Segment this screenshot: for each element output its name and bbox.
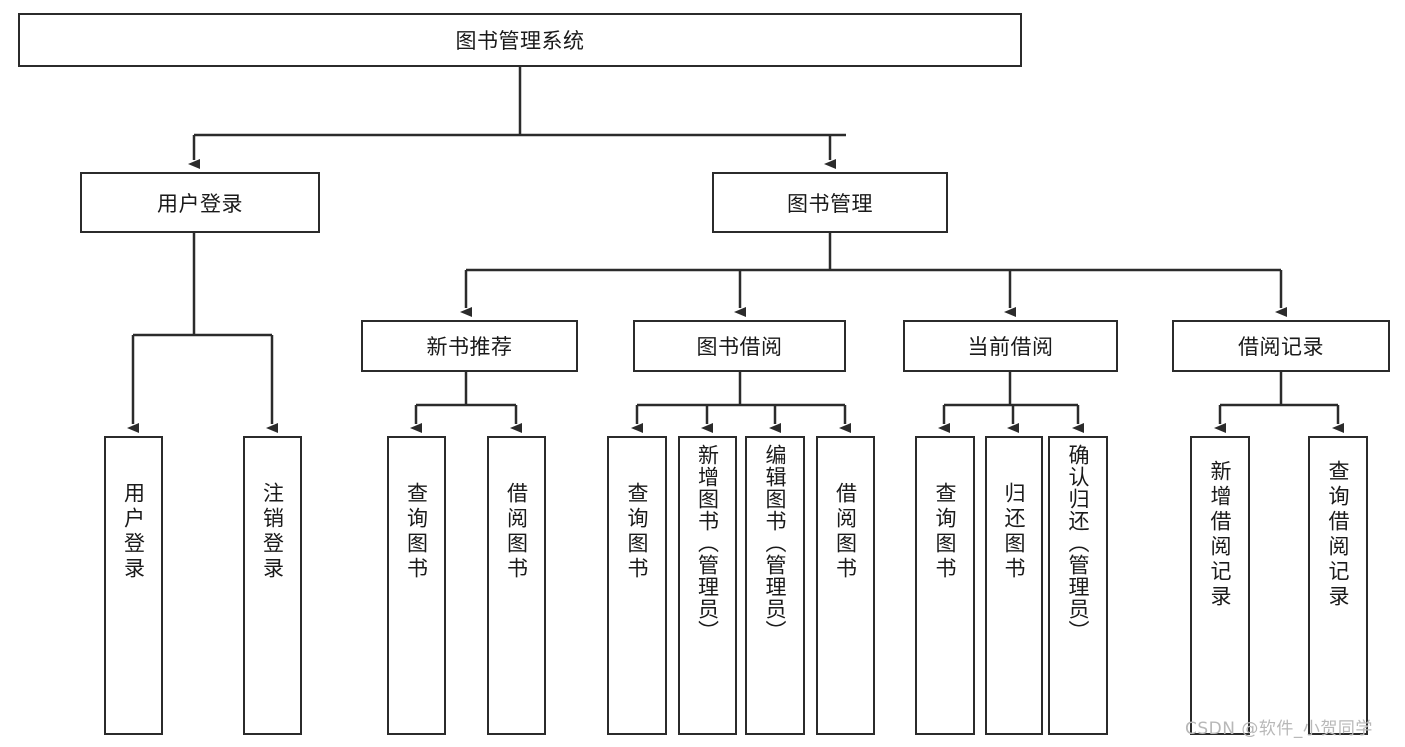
node-leaf-query-book-3[interactable]: 查询图书 — [915, 436, 975, 735]
node-user-login[interactable]: 用户登录 — [80, 172, 320, 233]
node-current-borrow-label: 当前借阅 — [967, 335, 1054, 359]
node-leaf-borrow-book-2[interactable]: 借阅图书 — [816, 436, 875, 735]
node-leaf-add-record-label: 新增借阅记录 — [1208, 460, 1233, 610]
node-book-manage-label: 图书管理 — [787, 191, 873, 216]
node-user-login-label: 用户登录 — [157, 191, 243, 216]
node-leaf-borrow-book-1[interactable]: 借阅图书 — [487, 436, 546, 735]
node-leaf-return-book-label: 归还图书 — [1002, 482, 1027, 582]
node-leaf-borrow-book-2-label: 借阅图书 — [833, 482, 858, 582]
node-borrow-record[interactable]: 借阅记录 — [1172, 320, 1390, 372]
node-leaf-confirm-return[interactable]: 确认归还（管理员） — [1048, 436, 1108, 735]
node-leaf-query-book-2[interactable]: 查询图书 — [607, 436, 667, 735]
node-leaf-user-logout[interactable]: 注销登录 — [243, 436, 302, 735]
node-leaf-add-book-label: 新增图书（管理员） — [695, 444, 720, 642]
node-leaf-user-login-label: 用户登录 — [121, 482, 146, 582]
node-leaf-edit-book-label: 编辑图书（管理员） — [763, 444, 788, 642]
node-leaf-query-book-2-label: 查询图书 — [625, 482, 650, 582]
node-leaf-add-book[interactable]: 新增图书（管理员） — [678, 436, 737, 735]
node-leaf-query-book-1-label: 查询图书 — [404, 482, 429, 582]
node-leaf-query-record-label: 查询借阅记录 — [1326, 460, 1351, 610]
node-leaf-query-book-3-label: 查询图书 — [933, 482, 958, 582]
node-borrow-record-label: 借阅记录 — [1238, 335, 1324, 359]
node-root-label: 图书管理系统 — [455, 29, 585, 53]
node-leaf-edit-book[interactable]: 编辑图书（管理员） — [745, 436, 805, 735]
node-book-borrow-label: 图书借阅 — [696, 335, 783, 359]
node-leaf-return-book[interactable]: 归还图书 — [985, 436, 1043, 735]
node-leaf-user-logout-label: 注销登录 — [260, 482, 285, 582]
node-new-book-recommend[interactable]: 新书推荐 — [361, 320, 578, 372]
node-root[interactable]: 图书管理系统 — [18, 13, 1022, 67]
watermark-text: CSDN @软件_小贺同学 — [1185, 719, 1373, 739]
node-leaf-user-login[interactable]: 用户登录 — [104, 436, 163, 735]
node-leaf-confirm-return-label: 确认归还（管理员） — [1066, 444, 1091, 642]
node-leaf-query-book-1[interactable]: 查询图书 — [387, 436, 446, 735]
node-leaf-add-record[interactable]: 新增借阅记录 — [1190, 436, 1250, 735]
node-new-book-recommend-label: 新书推荐 — [426, 335, 513, 359]
node-book-borrow[interactable]: 图书借阅 — [633, 320, 846, 372]
node-leaf-borrow-book-1-label: 借阅图书 — [504, 482, 529, 582]
node-current-borrow[interactable]: 当前借阅 — [903, 320, 1118, 372]
node-book-manage[interactable]: 图书管理 — [712, 172, 948, 233]
node-leaf-query-record[interactable]: 查询借阅记录 — [1308, 436, 1368, 735]
